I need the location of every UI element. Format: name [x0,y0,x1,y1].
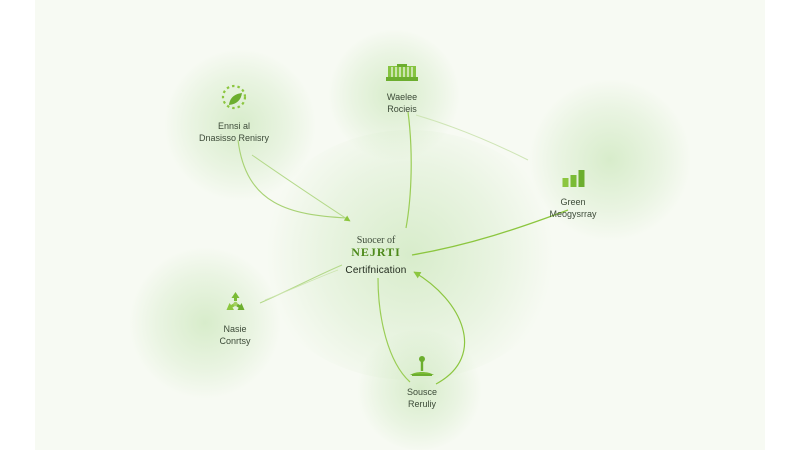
node-certification[interactable]: Suocer of NEJRTI Certifnication [345,235,406,276]
edge-source-to-center [413,271,466,385]
center-line1: Suocer of [356,235,396,246]
node-recycle-line2: Conrtsy [219,336,251,346]
node-waste-line1: Waelee [386,92,418,102]
edge-center-to-source [377,277,411,383]
node-recycle[interactable]: Nasie Conrtsy [219,290,251,347]
leaf-circle-icon [199,83,269,114]
node-recycle-line1: Nasie [223,324,247,334]
tree-icon [407,355,437,380]
edge-top-to-center [405,111,412,229]
node-green-line1: Green [560,197,586,207]
node-green[interactable]: Green Meogysrray [549,169,597,220]
node-source-line2: Reruliy [407,399,436,409]
edge-left-arrow-to-center [251,154,351,222]
bar-chart-icon [549,169,596,190]
edge-top-to-right [415,114,529,161]
recycle-icon [219,290,250,317]
glow-bottom [357,330,482,450]
node-waste[interactable]: Waelee Rocieis [384,64,420,115]
building-icon [384,64,420,85]
node-waste-line2: Rocieis [387,104,417,114]
edge-recycle-lower-to-center [264,269,339,301]
glow-right [530,80,690,240]
node-green-line2: Meogysrray [549,209,597,219]
edge-left-to-center [237,139,348,219]
edge-center-to-right [411,209,569,256]
node-energy-line1: Ennsi al [217,121,251,131]
node-energy-line2: Dnasisso Renisry [198,133,270,143]
node-energy[interactable]: Ennsi al Dnasisso Renisry [199,83,269,144]
edge-recycle-to-center [259,264,343,304]
center-title: Certifnication [345,265,407,276]
node-source-line1: Sousce [406,387,438,397]
glow-bottom-left [130,248,280,398]
node-source[interactable]: Sousce Reruliy [407,355,437,410]
center-line2: NEJRTI [351,245,401,259]
